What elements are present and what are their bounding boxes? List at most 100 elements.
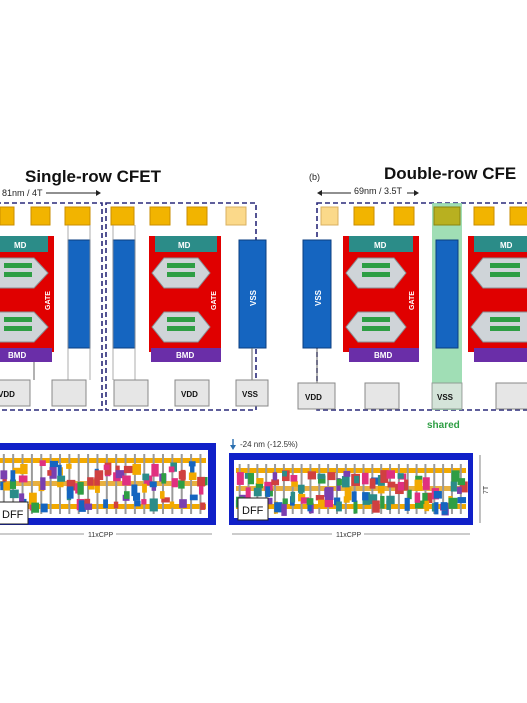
layout-shape [149, 481, 157, 488]
layout-shape [324, 499, 334, 508]
layout-shape [66, 479, 76, 491]
gate-line [190, 454, 193, 514]
layout-shape [450, 481, 457, 492]
pad [64, 206, 91, 226]
md-label: MD [14, 241, 27, 250]
vss-pad [431, 382, 463, 410]
layout-shape [9, 489, 19, 499]
rail-blue [112, 239, 136, 349]
layout-shape [404, 479, 409, 491]
gate-line [21, 454, 24, 514]
layout-shape [341, 476, 350, 488]
fin [167, 326, 195, 331]
pad [320, 206, 339, 226]
layout-shape [28, 492, 37, 505]
vss-rail [302, 239, 332, 349]
layout-shape [415, 475, 423, 483]
layout-shape [317, 475, 326, 484]
fin [490, 326, 520, 331]
layout-shape [353, 500, 358, 514]
md-label: MD [178, 241, 191, 250]
fin [362, 317, 390, 322]
layout-shape [200, 502, 206, 510]
bmd-label: BMD [8, 351, 26, 360]
layout-shape [265, 486, 271, 497]
pad [509, 206, 527, 226]
panel-b-tag: (b) [309, 172, 320, 182]
layout-shape [178, 480, 185, 489]
metal-band [236, 504, 466, 509]
panel-a-cell-left [0, 202, 103, 411]
layout-shape [142, 473, 150, 481]
layout-shape [151, 463, 159, 477]
contact-pad [113, 379, 149, 407]
layout-shape [47, 470, 52, 476]
layout-shape [282, 498, 288, 505]
pad [30, 206, 51, 226]
layout-shape [149, 498, 158, 512]
layout-shape [245, 487, 251, 498]
gate-line [353, 464, 356, 514]
layout-shape [307, 502, 312, 512]
fin [4, 326, 32, 331]
pad [433, 206, 461, 226]
fin [4, 272, 32, 277]
gate-line [133, 454, 136, 514]
layout-shape [123, 491, 130, 499]
md-block [155, 236, 217, 252]
layout-shape [180, 469, 186, 481]
vss-pad-label: VSS [242, 390, 259, 399]
pad [0, 206, 15, 226]
layout-shape [290, 491, 296, 503]
layout-shape [306, 498, 314, 505]
md-block [349, 236, 413, 252]
gate-line [49, 454, 52, 514]
layout-shape [457, 478, 466, 486]
layout-shape [84, 503, 93, 510]
md-label: MD [500, 241, 513, 250]
gate-line [442, 464, 445, 514]
fin [362, 263, 390, 268]
gate-line [282, 464, 285, 514]
layout-shape [414, 492, 421, 503]
vss-label: VSS [249, 289, 258, 306]
layout-shape [77, 481, 84, 495]
layout-shape [179, 499, 187, 508]
gate-line [30, 454, 33, 514]
layout-shape [248, 473, 255, 485]
layout-shape [57, 481, 64, 488]
layout-shape [291, 481, 298, 487]
layout-shape [253, 487, 262, 497]
reduction-label: -24 nm (-12.5%) [240, 440, 298, 449]
layout-shape [281, 503, 287, 516]
metal-band [0, 504, 206, 509]
vss-label: VSS [314, 289, 323, 306]
fin [167, 272, 195, 277]
layout-shape [369, 478, 376, 489]
dimension-label-bg [351, 185, 407, 196]
bmd-block [151, 348, 221, 362]
shared-label: shared [427, 420, 460, 431]
gate-line [161, 454, 164, 514]
layout-shape [397, 481, 405, 491]
layout-shape [457, 486, 462, 494]
layout-shape [440, 502, 448, 511]
layout-right: DFF 11xCPP 7T [229, 453, 490, 539]
bmd-label: BMD [176, 351, 194, 360]
layout-shape [142, 483, 147, 493]
bmd-block [349, 348, 419, 362]
layout-shape [198, 485, 204, 495]
layout-shape [95, 482, 100, 493]
layout-shape [351, 491, 357, 502]
gate-line [238, 464, 241, 514]
layout-shape [9, 479, 17, 489]
layout-shape [265, 497, 273, 505]
layout-shape [315, 494, 325, 501]
layout-shape [448, 497, 458, 509]
panel-b-arrowhead-right [414, 190, 419, 196]
layout-shape [424, 500, 430, 512]
layout-shape [188, 472, 197, 481]
layout-bottom: -24 nm (-12.5%) DFF 11xCPP DFF 11xCPP 7T [0, 439, 490, 539]
dff-box [0, 501, 29, 525]
layout-shape [123, 465, 133, 474]
